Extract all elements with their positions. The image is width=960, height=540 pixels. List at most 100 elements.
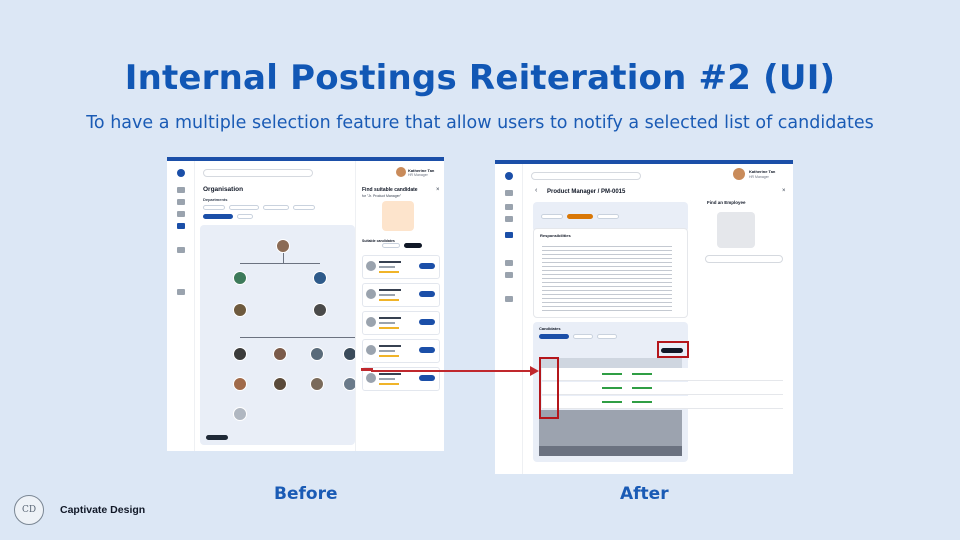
dept-chip-active[interactable] xyxy=(203,214,233,219)
panel-subtitle: for "Jr. Product Manager" xyxy=(362,194,402,198)
org-icon[interactable] xyxy=(177,223,185,229)
candidate-card[interactable] xyxy=(362,283,440,307)
table-row[interactable] xyxy=(542,368,783,381)
responsibilities-text xyxy=(542,243,672,311)
responsibilities-panel: Responsibilities xyxy=(533,228,688,318)
dept-chip[interactable] xyxy=(203,205,225,210)
app-logo-icon xyxy=(505,172,513,180)
calendar-icon[interactable] xyxy=(177,247,185,253)
checkbox-column-highlight xyxy=(539,357,559,419)
org-node[interactable] xyxy=(233,271,247,285)
close-icon[interactable]: × xyxy=(436,187,440,193)
responsibilities-label: Responsibilities xyxy=(540,233,571,238)
arrow-line xyxy=(371,370,531,372)
dept-chip[interactable] xyxy=(263,205,289,210)
calendar-icon[interactable] xyxy=(505,260,513,266)
avatar[interactable] xyxy=(396,167,406,177)
candidate-panel: Katherine Tan HR Manager Find suitable c… xyxy=(355,161,444,451)
tab[interactable] xyxy=(541,214,563,219)
candidate-card[interactable] xyxy=(362,339,440,363)
table-empty-area xyxy=(539,410,682,446)
notify-button xyxy=(419,347,435,353)
org-node[interactable] xyxy=(233,377,247,391)
top-banner xyxy=(167,157,444,161)
arrow-tail xyxy=(361,368,373,371)
jobs-icon[interactable] xyxy=(177,211,185,217)
org-node[interactable] xyxy=(233,407,247,421)
before-screenshot: Organisation Departments Katherine Tan H… xyxy=(167,157,444,451)
tab-active[interactable] xyxy=(539,334,569,339)
back-arrow-icon[interactable]: ‹ xyxy=(535,187,538,194)
search-input[interactable] xyxy=(531,172,641,180)
page-title: Product Manager / PM-0015 xyxy=(547,189,626,195)
arrow-head-icon xyxy=(530,366,539,376)
tab[interactable] xyxy=(597,334,617,339)
postings-icon[interactable] xyxy=(505,232,513,238)
tab-active[interactable] xyxy=(567,214,593,219)
notify-button xyxy=(419,291,435,297)
brand-logo: CD xyxy=(14,495,44,525)
chart-icon[interactable] xyxy=(505,272,513,278)
home-icon[interactable] xyxy=(505,190,513,196)
notify-button xyxy=(419,375,435,381)
slide-subtitle: To have a multiple selection feature tha… xyxy=(86,113,874,133)
slide-title: Internal Postings Reiteration #2 (UI) xyxy=(124,58,836,98)
org-node[interactable] xyxy=(233,303,247,317)
avatar[interactable] xyxy=(733,168,745,180)
table-row[interactable] xyxy=(542,382,783,395)
org-node[interactable] xyxy=(276,239,290,253)
notify-button xyxy=(419,263,435,269)
side-title: Find an Employee xyxy=(707,200,746,205)
sort-button[interactable] xyxy=(404,243,422,248)
home-icon[interactable] xyxy=(177,187,185,193)
dept-chip[interactable] xyxy=(229,205,259,210)
logo-text: CD xyxy=(21,505,37,515)
after-screenshot: Katherine Tan HR Manager ‹ Product Manag… xyxy=(495,160,793,474)
org-node[interactable] xyxy=(313,271,327,285)
app-logo-icon xyxy=(177,169,185,177)
tab[interactable] xyxy=(573,334,593,339)
employee-search-input[interactable] xyxy=(705,255,783,263)
org-chart-panel xyxy=(200,225,357,445)
filter-button[interactable] xyxy=(382,243,400,248)
dept-chip[interactable] xyxy=(237,214,253,219)
org-node[interactable] xyxy=(310,347,324,361)
tab[interactable] xyxy=(597,214,619,219)
illustration xyxy=(382,201,414,231)
jobs-icon[interactable] xyxy=(505,216,513,222)
close-icon[interactable]: × xyxy=(782,188,786,194)
search-input[interactable] xyxy=(203,169,313,177)
candidate-card[interactable] xyxy=(362,311,440,335)
org-node[interactable] xyxy=(273,377,287,391)
top-banner xyxy=(495,160,793,164)
brand-name: Captivate Design xyxy=(60,504,146,516)
dept-chip[interactable] xyxy=(293,205,315,210)
section-label: Departments xyxy=(203,197,228,202)
notify-selected-button[interactable] xyxy=(661,348,683,353)
user-role: HR Manager xyxy=(749,175,769,179)
zoom-control[interactable] xyxy=(206,435,228,440)
notify-button xyxy=(419,319,435,325)
candidate-card[interactable] xyxy=(362,255,440,279)
table-header xyxy=(539,358,682,368)
user-name: Katherine Tan xyxy=(749,169,776,174)
candidates-label: Suitable candidates xyxy=(362,239,395,243)
settings-icon[interactable] xyxy=(505,296,513,302)
illustration xyxy=(717,212,755,248)
org-node[interactable] xyxy=(313,303,327,317)
user-role: HR Manager xyxy=(408,173,428,177)
panel-title: Find suitable candidate xyxy=(362,187,418,193)
people-icon[interactable] xyxy=(505,204,513,210)
people-icon[interactable] xyxy=(177,199,185,205)
caption-after: After xyxy=(620,484,669,504)
table-row[interactable] xyxy=(542,396,783,409)
settings-icon[interactable] xyxy=(177,289,185,295)
org-node[interactable] xyxy=(233,347,247,361)
org-node[interactable] xyxy=(310,377,324,391)
connector xyxy=(240,337,355,338)
user-name: Katherine Tan xyxy=(408,168,435,173)
caption-before: Before xyxy=(274,484,338,504)
connector xyxy=(283,253,284,263)
org-node[interactable] xyxy=(273,347,287,361)
table-footer xyxy=(539,446,682,456)
